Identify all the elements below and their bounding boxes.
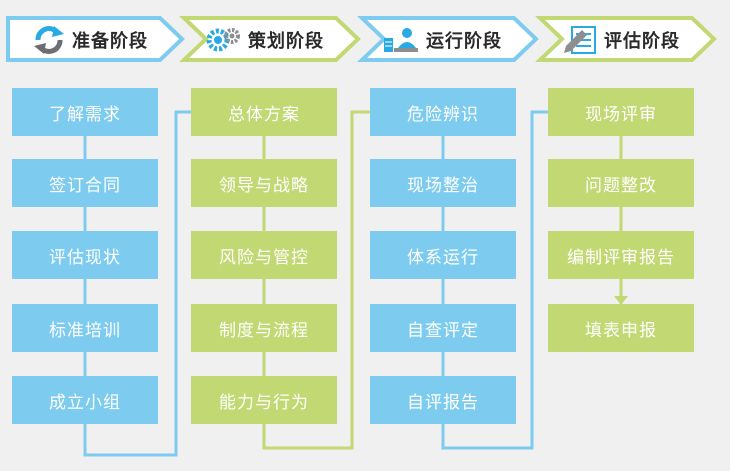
step-box: 了解需求: [12, 88, 158, 136]
step-box: 现场整治: [370, 159, 516, 207]
stage-title: 策划阶段: [248, 31, 324, 52]
step-box: 现场评审: [548, 88, 694, 136]
stage-title: 评估阶段: [604, 31, 680, 52]
stage-connector-3-4: [441, 110, 548, 450]
step-box: 填表申报: [548, 304, 694, 352]
step-box: 评估现状: [12, 231, 158, 279]
stage-header-planning: 策划阶段: [178, 14, 364, 64]
stage-title: 运行阶段: [426, 31, 502, 52]
clipboard-pen-icon: [564, 26, 596, 54]
arrow-down-icon: [614, 296, 628, 305]
step-box: 风险与管控: [191, 231, 337, 279]
step-box: 危险辨识: [370, 88, 516, 136]
stage-header-preparation: 准备阶段: [2, 14, 188, 64]
step-box: 问题整改: [548, 159, 694, 207]
refresh-arrows-icon: [34, 26, 64, 54]
step-box: 制度与流程: [191, 304, 337, 352]
stage-connector-1-2: [83, 110, 191, 457]
step-box: 领导与战略: [191, 159, 337, 207]
step-box: 编制评审报告: [548, 231, 694, 279]
stage-title: 准备阶段: [72, 31, 148, 52]
step-box: 能力与行为: [191, 376, 337, 424]
step-box: 自评报告: [370, 376, 516, 424]
stage-header-assessment: 评估阶段: [534, 14, 720, 64]
worker-at-desk-icon: [384, 28, 418, 52]
step-box: 体系运行: [370, 231, 516, 279]
step-box: 成立小组: [12, 376, 158, 424]
step-box: 签订合同: [12, 159, 158, 207]
step-box: 总体方案: [191, 88, 337, 136]
chevron-shape: [179, 16, 361, 62]
stage-header-operation: 运行阶段: [356, 14, 542, 64]
stage-connector-2-3: [262, 110, 370, 450]
gears-icon: [206, 28, 240, 52]
step-box: 标准培训: [12, 304, 158, 352]
step-box: 自查评定: [370, 304, 516, 352]
